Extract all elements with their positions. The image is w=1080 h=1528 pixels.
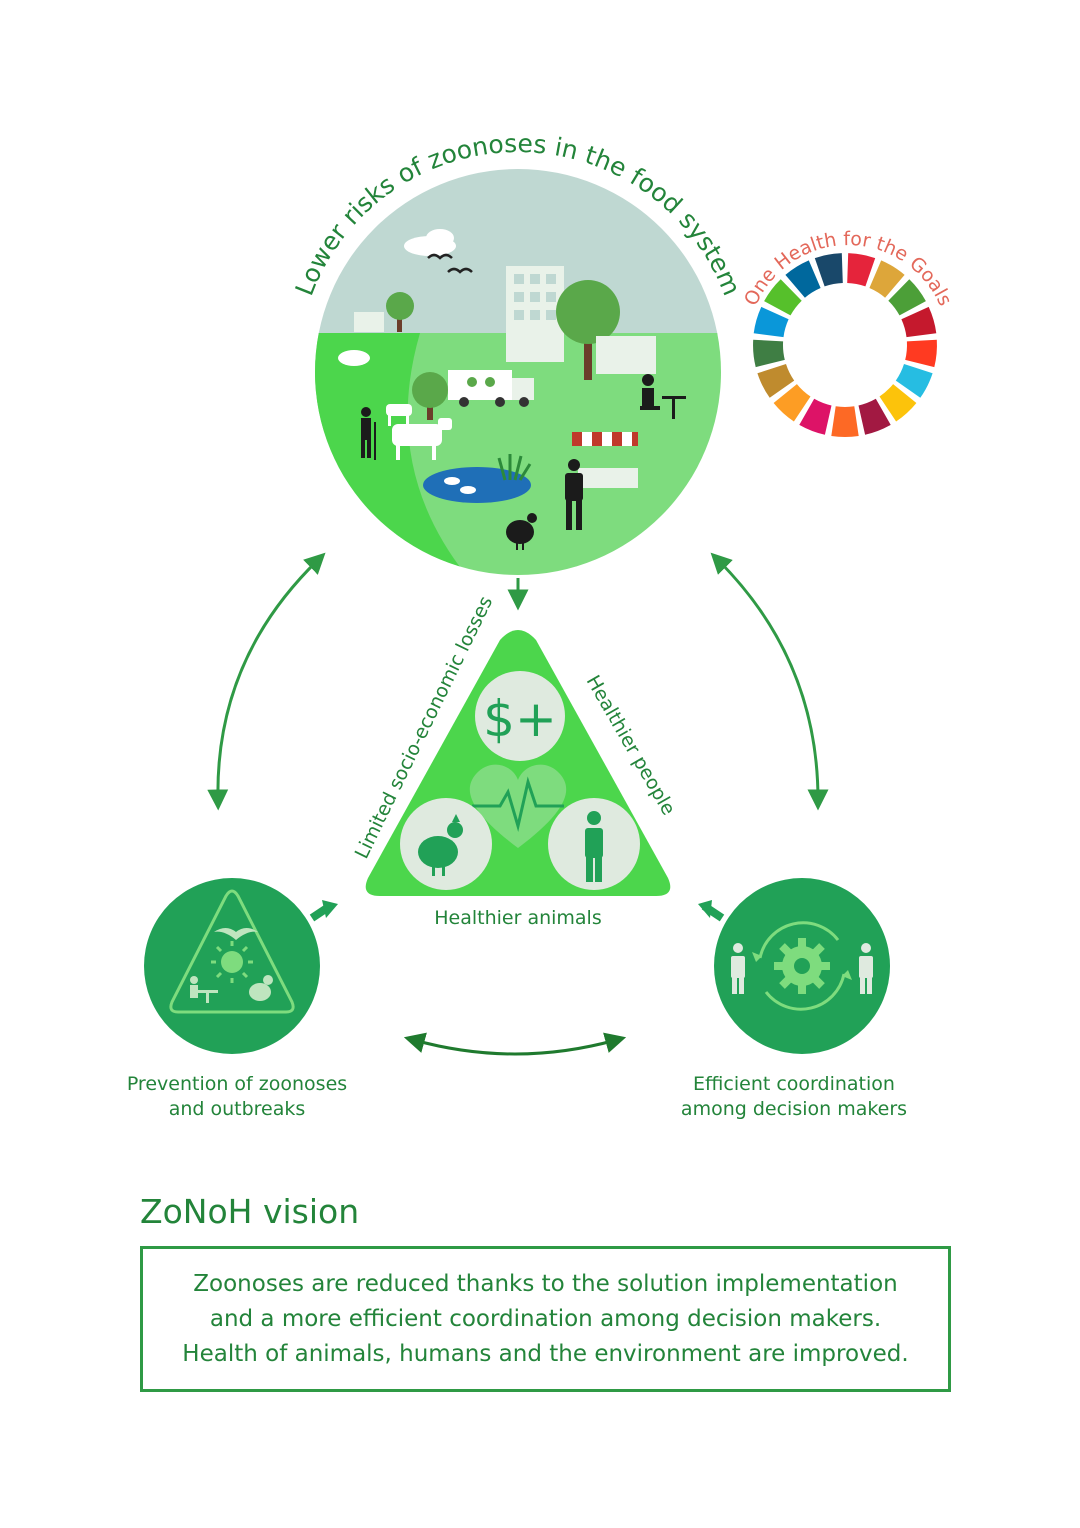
farmer-icon: [361, 407, 376, 460]
coordination-node: [698, 878, 890, 1054]
cycle-arrows-icon: [758, 921, 846, 1011]
sdg-segment: [785, 260, 821, 298]
coordination-caption-line2: among decision makers: [680, 1098, 908, 1120]
sdg-segment: [799, 398, 832, 435]
bat-icon: [214, 928, 258, 940]
vision-line-3: Health of animals, humans and the enviro…: [182, 1340, 909, 1367]
vision-line-2: and a more efficient coordination among …: [209, 1305, 882, 1332]
diner-icon: [640, 374, 686, 419]
tree-icon: [556, 280, 620, 380]
prevention-caption: Prevention of zoonoses and outbreaks: [112, 1072, 362, 1122]
gear-icon: [774, 938, 830, 994]
person-icon: [565, 459, 583, 530]
sdg-segment: [895, 364, 933, 398]
tree-icon: [412, 372, 448, 420]
sdg-segment: [753, 306, 789, 338]
dollar-plus-icon: $+: [483, 690, 557, 748]
farmhouse-icon: [354, 312, 384, 332]
arrow-top-right: [710, 552, 829, 811]
arrow-bottom: [403, 1032, 627, 1056]
sdg-segment: [879, 384, 917, 422]
diner-icon: [190, 976, 218, 1003]
person-icon: [585, 811, 603, 882]
sdg-segment: [905, 339, 937, 368]
sdg-segment: [773, 384, 811, 422]
sdg-segment: [888, 279, 926, 316]
triangle-bottom-label: Healthier animals: [434, 907, 602, 929]
sdg-segment: [831, 406, 859, 438]
person-icon: [731, 943, 745, 994]
chicken-icon: [418, 814, 463, 876]
birds-icon: [427, 253, 473, 274]
heart-icon: [469, 764, 567, 848]
shed-icon: [596, 336, 656, 374]
prevention-node: [144, 878, 338, 1054]
sdg-segment: [901, 306, 937, 338]
vision-box: Zoonoses are reduced thanks to the solut…: [140, 1246, 951, 1392]
coordination-caption: Efficient coordination among decision ma…: [664, 1072, 924, 1122]
prevention-caption-line1: Prevention of zoonoses: [126, 1073, 348, 1095]
fish-icon: [444, 477, 460, 485]
sdg-wheel: [753, 253, 937, 438]
sdg-segment: [847, 253, 876, 287]
truck-icon: [448, 370, 534, 407]
vision-title: ZoNoH vision: [140, 1192, 360, 1231]
coordination-caption-line1: Efficient coordination: [693, 1073, 895, 1095]
arrow-top-left: [207, 552, 326, 811]
chicken-icon: [249, 975, 273, 1001]
sdg-segment: [757, 364, 795, 398]
fish-icon: [460, 486, 476, 494]
building-icon: [506, 266, 564, 362]
pulse-line-icon: [472, 776, 564, 832]
vision-line-1: Zoonoses are reduced thanks to the solut…: [193, 1270, 898, 1297]
prevention-caption-line2: and outbreaks: [168, 1098, 306, 1120]
chicken-icon: [506, 513, 537, 550]
pig-icon: [338, 350, 370, 366]
sdg-segment: [753, 339, 785, 368]
sdg-segment: [764, 279, 802, 316]
warning-triangle-icon: [169, 889, 295, 1014]
pond-icon: [423, 467, 531, 503]
virus-icon: [211, 941, 253, 983]
outcomes-triangle: $+: [365, 630, 671, 896]
money-circle: [475, 671, 565, 761]
tree-icon: [386, 292, 414, 332]
sdg-segment: [858, 398, 891, 435]
market-stall-icon: [572, 432, 638, 488]
sdg-segment: [814, 253, 843, 287]
goat-icon: [386, 404, 412, 426]
cow-icon: [392, 418, 452, 460]
sdg-segment: [869, 260, 905, 298]
reeds-icon: [497, 454, 532, 481]
person-icon: [859, 943, 873, 994]
cloud-icon: [404, 229, 456, 256]
